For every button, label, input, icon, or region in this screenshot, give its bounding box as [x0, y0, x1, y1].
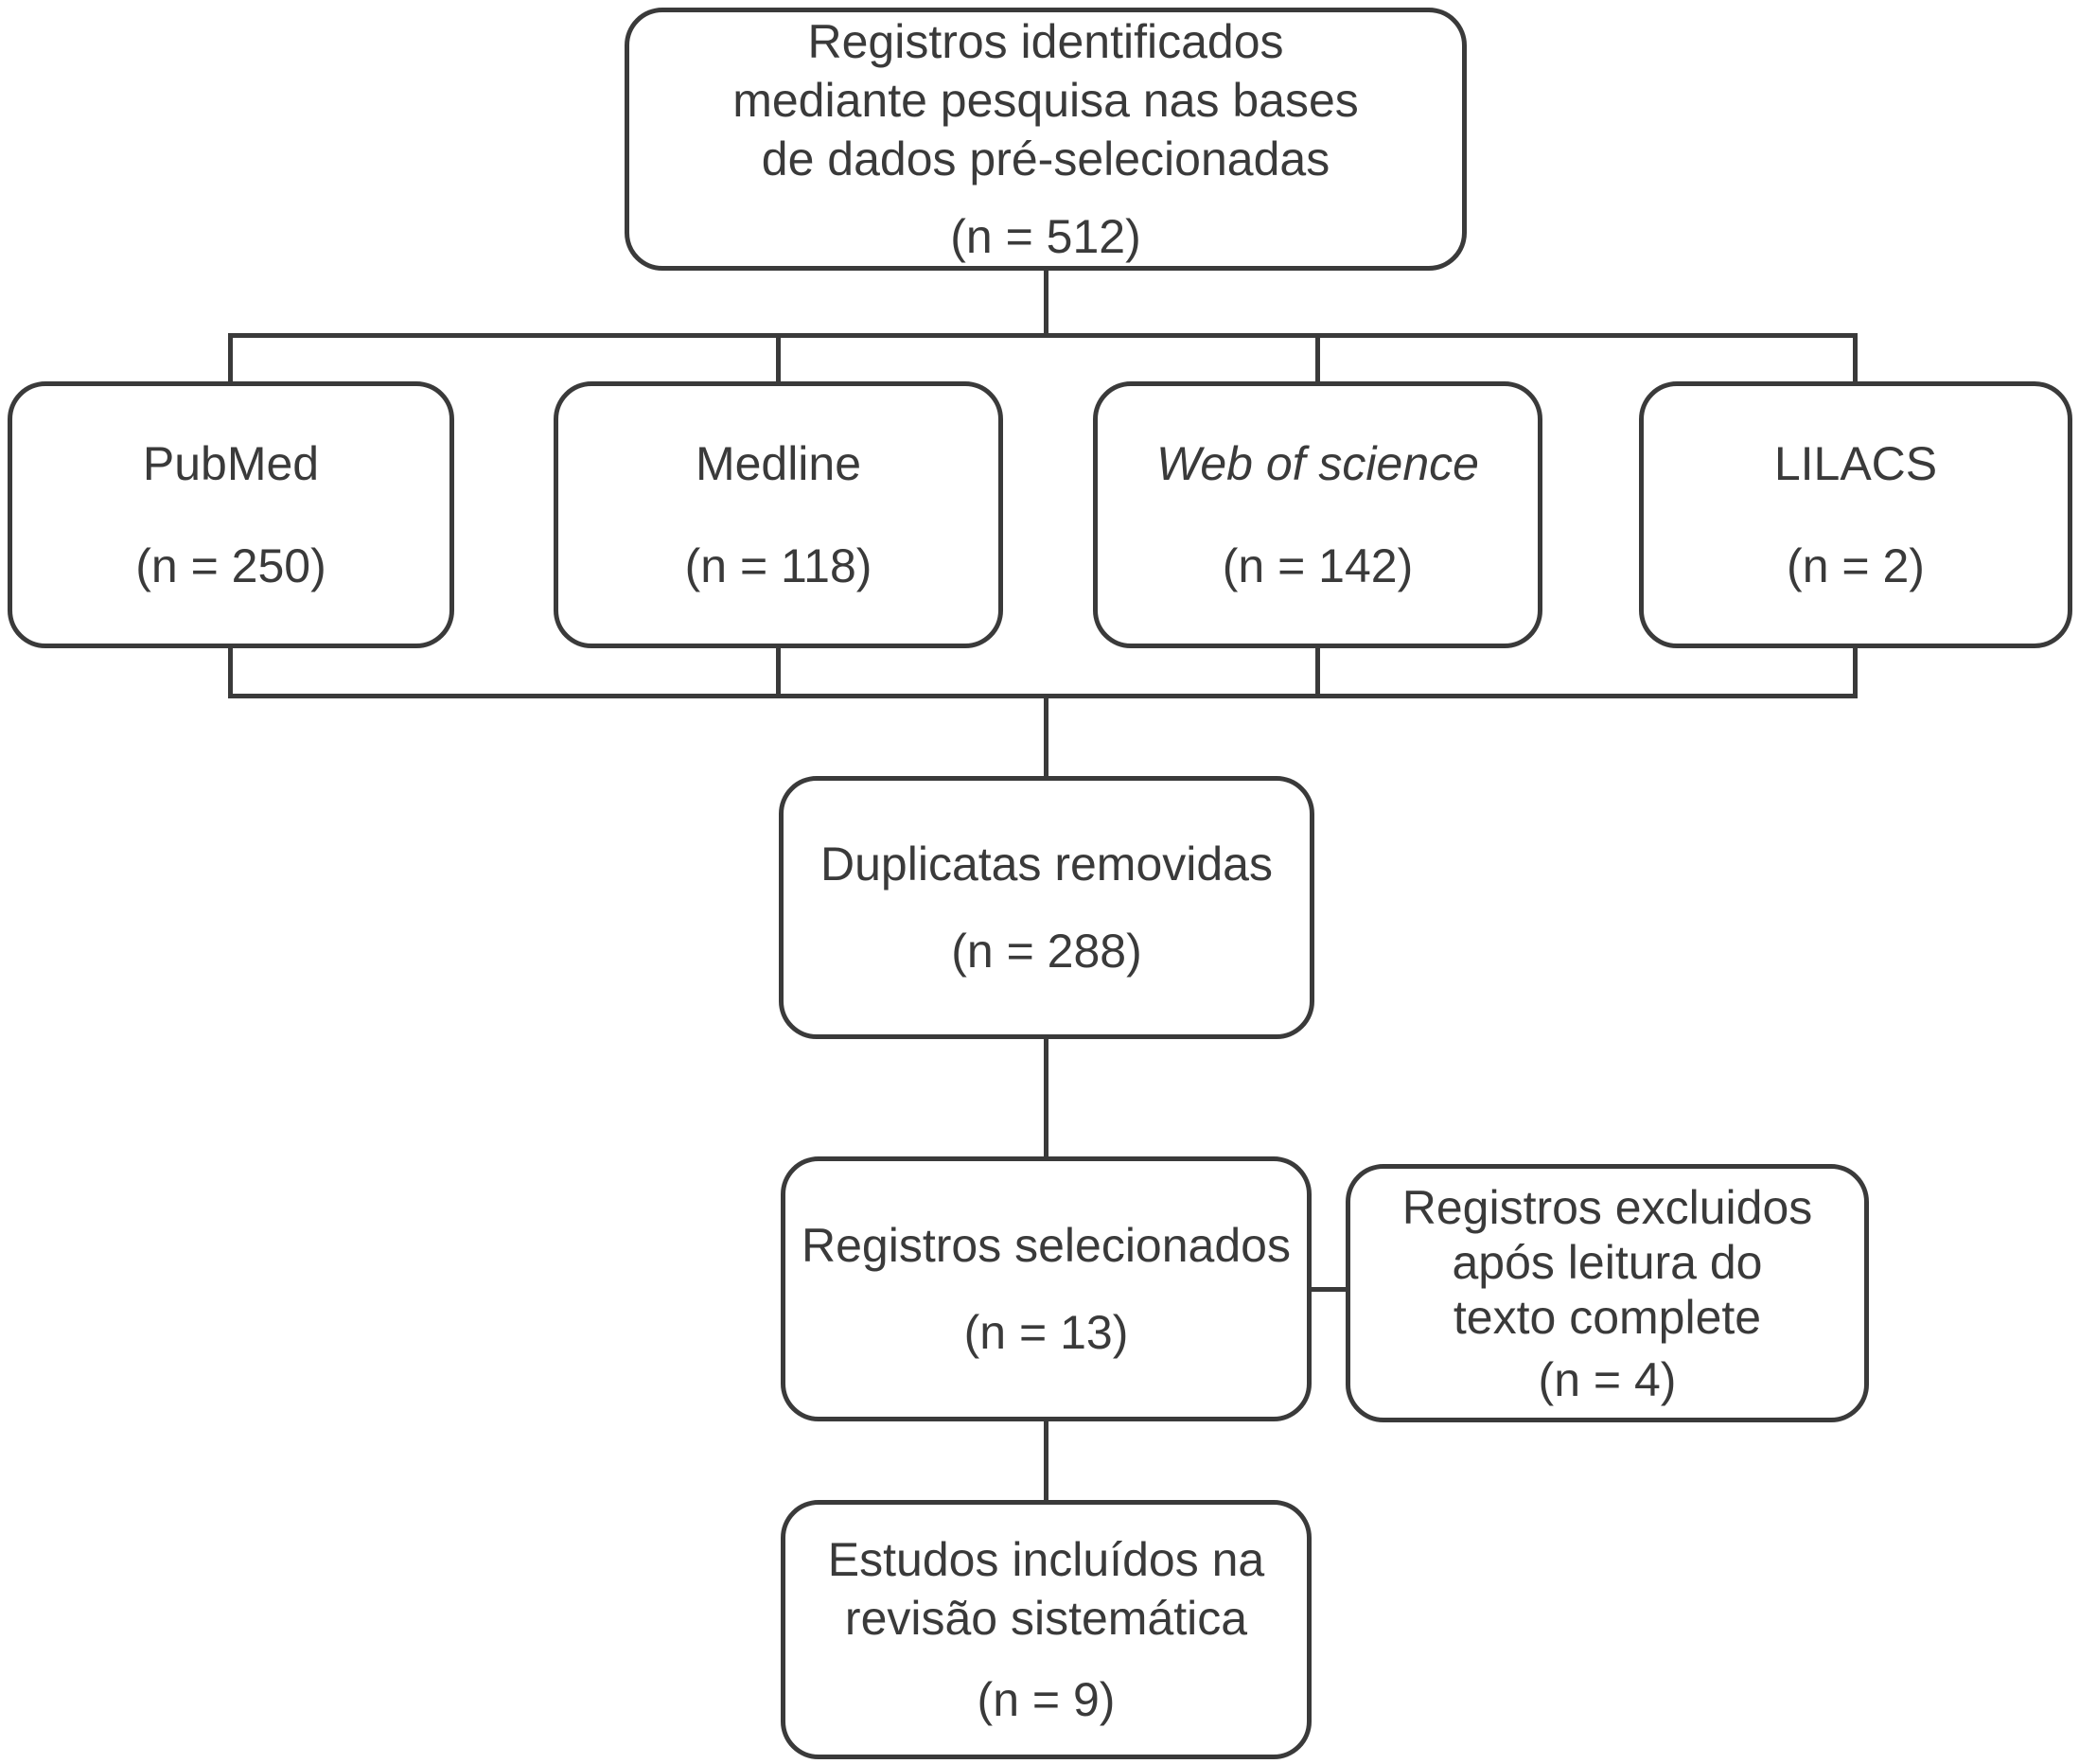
- connector-stub-wos-top: [1315, 333, 1320, 385]
- connector-databases-to-duplicates: [1044, 697, 1048, 778]
- box-label: Registros excluidos após leitura do text…: [1402, 1180, 1813, 1345]
- connector-stub-pubmed-top: [228, 333, 233, 385]
- connector-stub-medline-bottom: [776, 646, 781, 698]
- box-label-line: Web of science: [1156, 437, 1479, 490]
- box-lilacs: LILACS (n = 2): [1639, 381, 2072, 648]
- connector-identified-to-databases: [1044, 269, 1048, 338]
- connector-stub-pubmed-bottom: [228, 646, 233, 698]
- box-label: Web of science: [1156, 434, 1479, 493]
- connector-horizontal-bottom: [228, 694, 1858, 698]
- box-label-line: Registros excluidos: [1401, 1180, 1813, 1234]
- box-count: (n = 250): [135, 539, 326, 592]
- box-count: (n = 2): [1787, 539, 1925, 592]
- box-label: Estudos incluídos na revisão sistemática: [828, 1530, 1264, 1648]
- box-records-identified: Registros identificados mediante pesquis…: [625, 8, 1467, 271]
- box-label-line: mediante pesquisa nas bases: [732, 74, 1359, 127]
- box-label-line: após leitura do: [1452, 1235, 1763, 1289]
- box-count: (n = 142): [1222, 539, 1414, 592]
- connector-stub-wos-bottom: [1315, 646, 1320, 698]
- box-label-line: Medline: [695, 437, 862, 490]
- box-medline: Medline (n = 118): [554, 381, 1003, 648]
- box-label: Duplicatas removidas: [820, 835, 1273, 893]
- box-label-line: revisão sistemática: [844, 1592, 1248, 1645]
- box-count: (n = 118): [684, 539, 872, 592]
- box-count: (n = 512): [950, 210, 1141, 263]
- box-label: Registros selecionados: [802, 1216, 1291, 1275]
- box-count: (n = 288): [951, 925, 1142, 978]
- box-studies-included: Estudos incluídos na revisão sistemática…: [781, 1500, 1312, 1759]
- box-label-line: Registros identificados: [807, 15, 1284, 68]
- connector-stub-lilacs-top: [1853, 333, 1858, 385]
- box-label: LILACS: [1774, 434, 1937, 493]
- box-count: (n = 9): [977, 1673, 1116, 1726]
- connector-duplicates-to-selected: [1044, 1037, 1048, 1158]
- connector-horizontal-top: [228, 333, 1858, 338]
- box-label-line: Duplicatas removidas: [820, 838, 1273, 891]
- box-count: (n = 4): [1538, 1352, 1677, 1406]
- connector-stub-lilacs-bottom: [1853, 646, 1858, 698]
- box-records-selected: Registros selecionados (n = 13): [781, 1156, 1312, 1421]
- box-pubmed: PubMed (n = 250): [8, 381, 454, 648]
- connector-selected-to-excluded: [1310, 1287, 1348, 1292]
- box-label-line: Estudos incluídos na: [827, 1533, 1265, 1586]
- box-duplicates-removed: Duplicatas removidas (n = 288): [779, 776, 1314, 1039]
- box-label: PubMed: [143, 434, 319, 493]
- box-count: (n = 13): [963, 1306, 1129, 1359]
- box-label-line: de dados pré-selecionadas: [761, 132, 1330, 185]
- box-label-line: texto complete: [1453, 1290, 1762, 1344]
- box-web-of-science: Web of science (n = 142): [1093, 381, 1542, 648]
- connector-selected-to-included: [1044, 1420, 1048, 1502]
- box-label: Registros identificados mediante pesquis…: [732, 12, 1359, 188]
- connector-stub-medline-top: [776, 333, 781, 385]
- box-label-line: LILACS: [1773, 437, 1938, 490]
- box-label-line: Registros selecionados: [802, 1219, 1291, 1272]
- box-label-line: PubMed: [142, 437, 320, 490]
- box-records-excluded: Registros excluidos após leitura do text…: [1346, 1164, 1869, 1422]
- box-label: Medline: [696, 434, 861, 493]
